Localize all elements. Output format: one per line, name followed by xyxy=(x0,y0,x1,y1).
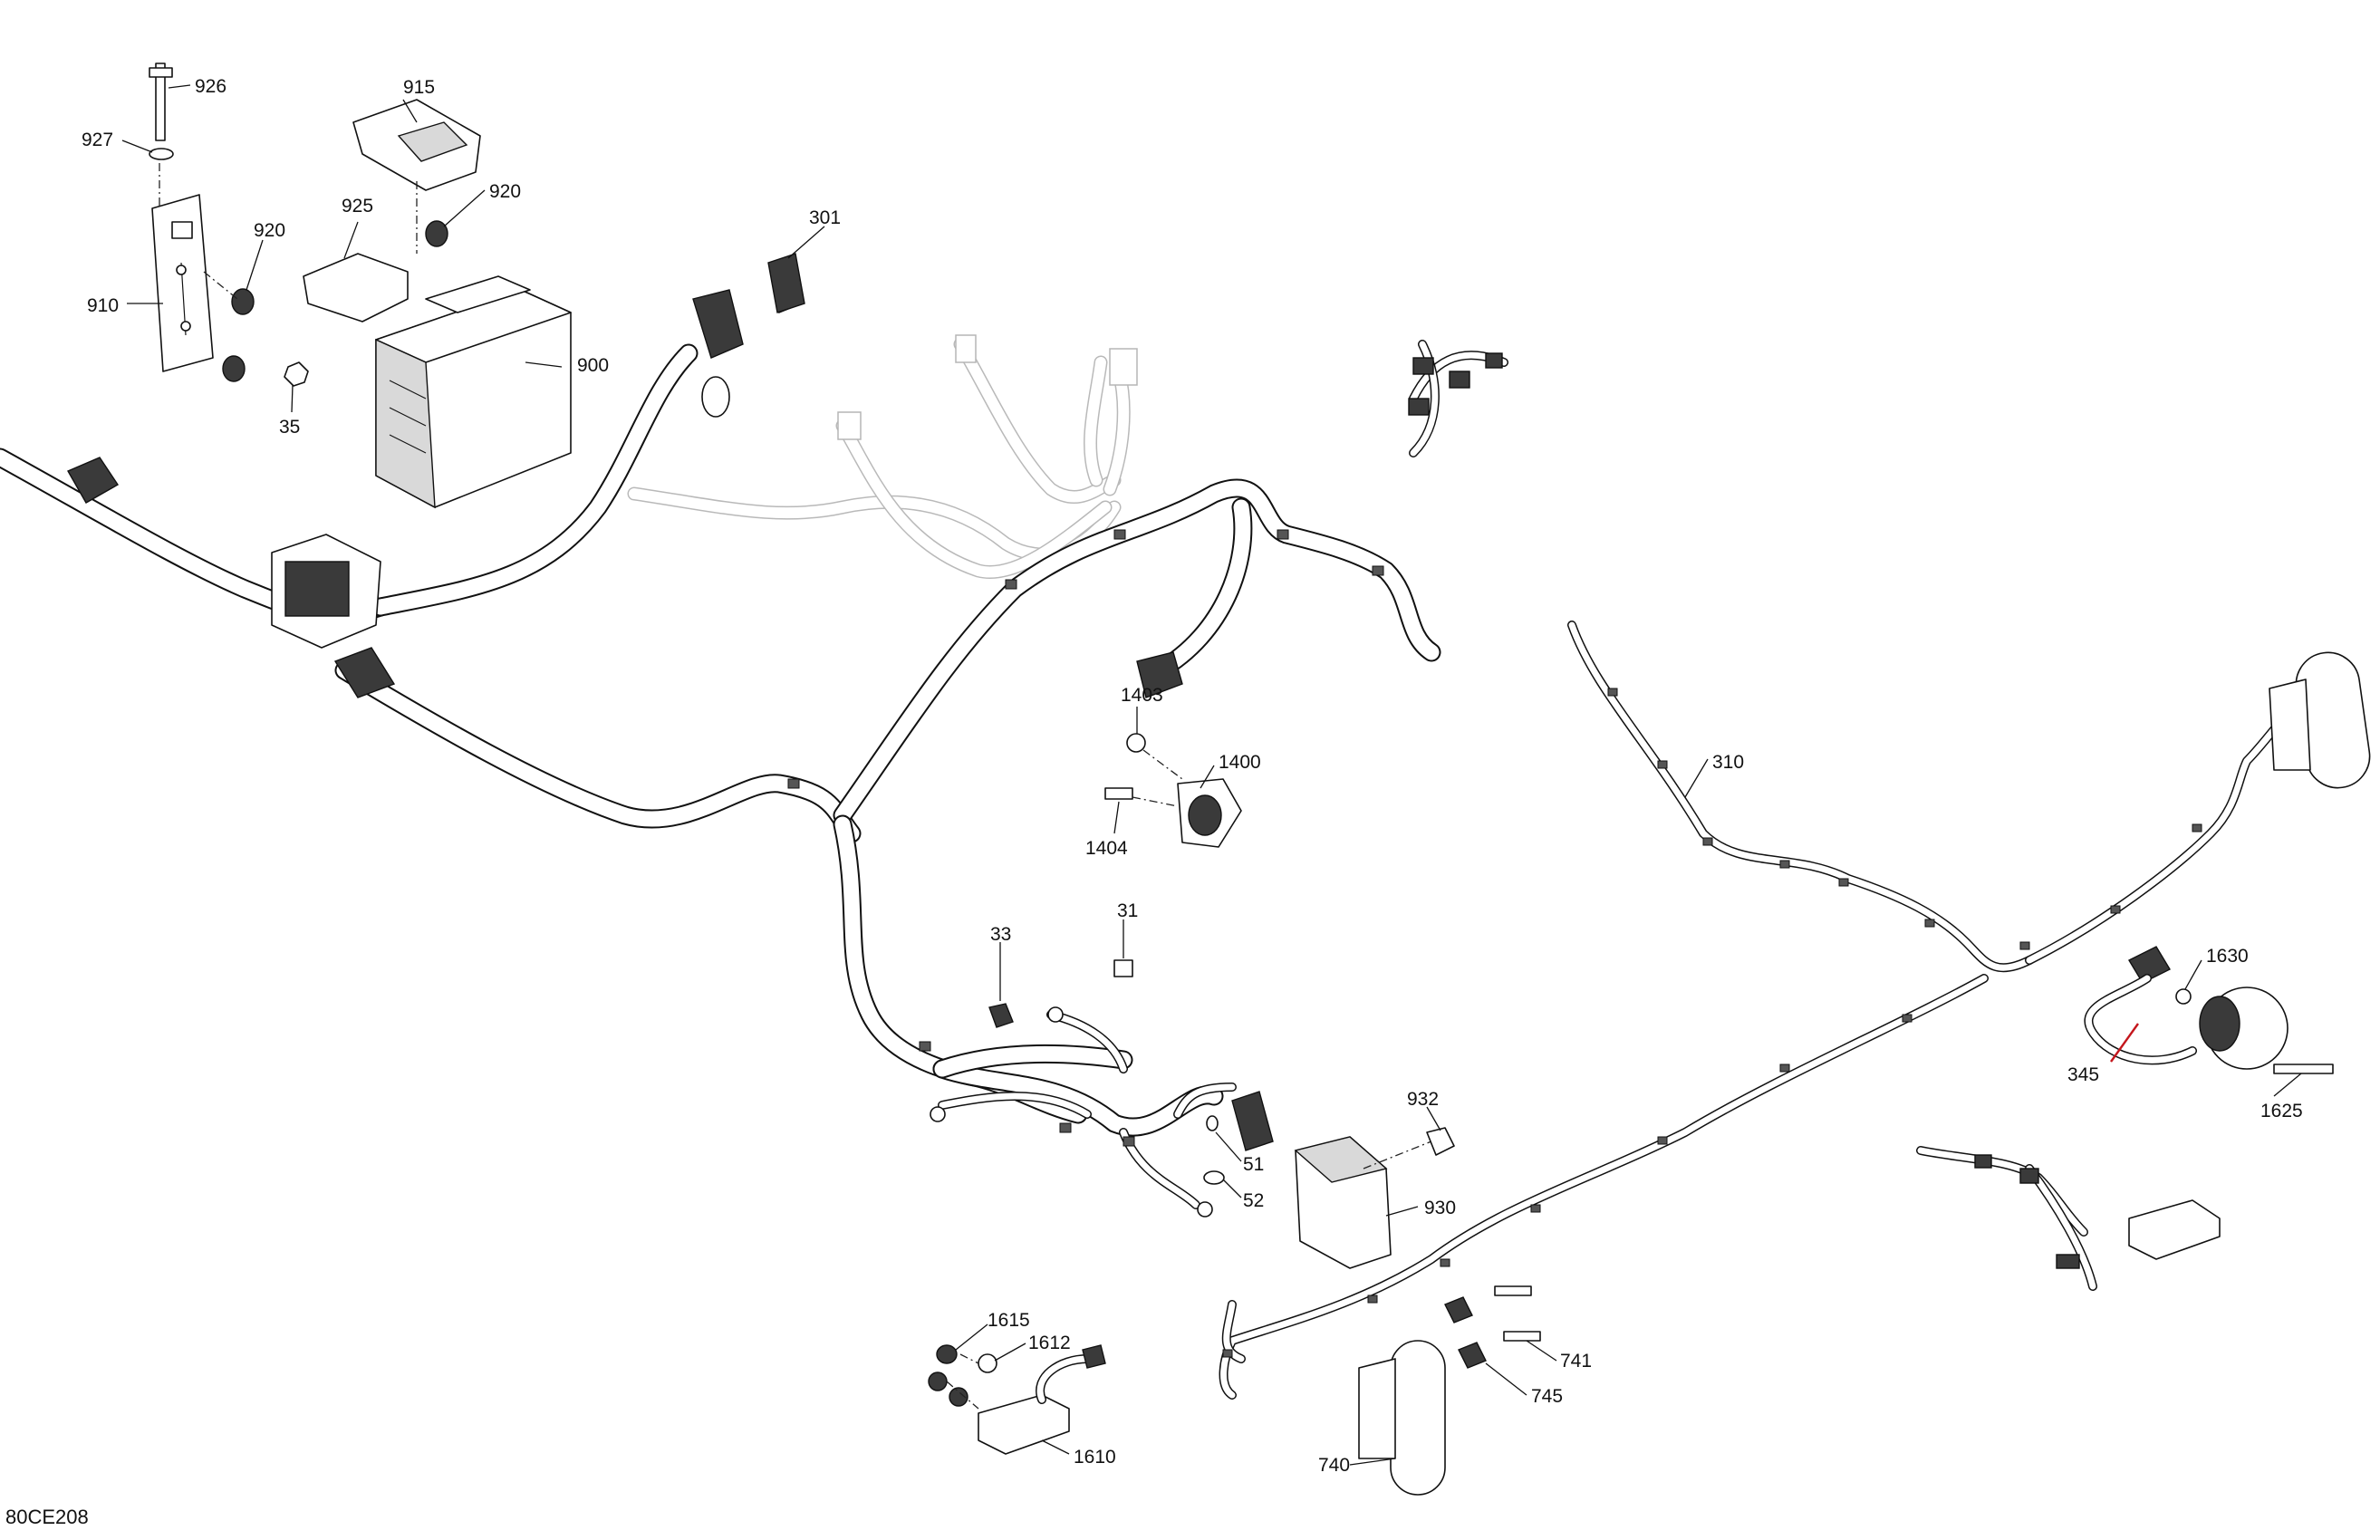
callout-740: 740 xyxy=(1318,1455,1350,1476)
sensor xyxy=(1104,651,1242,848)
light-740 xyxy=(1358,1285,1541,1496)
terminal-cover xyxy=(303,99,481,322)
callout-920-left: 920 xyxy=(254,220,285,241)
callout-910: 910 xyxy=(87,295,119,316)
callout-926: 926 xyxy=(195,76,226,97)
callout-31: 31 xyxy=(1117,900,1138,921)
callout-labels: 926 927 915 920 925 920 910 900 35 301 1… xyxy=(82,76,2303,1476)
connector-301 xyxy=(767,253,805,313)
callout-741: 741 xyxy=(1560,1351,1592,1372)
battery-bracket xyxy=(149,63,214,372)
rear-harness-310 xyxy=(1219,621,2315,1400)
diagram-code: 80CE208 xyxy=(5,1506,89,1528)
callout-1630: 1630 xyxy=(2206,946,2249,967)
callout-745: 745 xyxy=(1531,1386,1563,1407)
nuts-grommets xyxy=(203,220,448,387)
callout-1625: 1625 xyxy=(2260,1101,2303,1121)
callout-1404: 1404 xyxy=(1085,838,1128,859)
callout-301: 301 xyxy=(809,207,841,228)
callout-925: 925 xyxy=(342,196,373,217)
callout-930: 930 xyxy=(1424,1198,1456,1218)
callout-33: 33 xyxy=(990,924,1011,945)
light-right-upper xyxy=(2269,651,2371,789)
callout-52: 52 xyxy=(1243,1190,1264,1211)
callout-915: 915 xyxy=(403,77,435,98)
callout-1615: 1615 xyxy=(988,1310,1030,1331)
lower-right-connectors xyxy=(1916,1146,2221,1291)
callout-51: 51 xyxy=(1243,1154,1264,1175)
callout-932: 932 xyxy=(1407,1089,1439,1110)
callout-927: 927 xyxy=(82,130,113,150)
ring-terminals xyxy=(930,959,1213,1218)
ghost-frame-harness xyxy=(627,334,1138,579)
harness-clips xyxy=(787,529,2202,1358)
light-1630 xyxy=(2084,946,2334,1074)
callout-1610: 1610 xyxy=(1074,1447,1116,1468)
callout-1400: 1400 xyxy=(1219,752,1261,773)
battery xyxy=(375,275,572,509)
control-module xyxy=(1203,1091,1455,1269)
callout-1403: 1403 xyxy=(1121,685,1163,706)
upper-connector-cluster xyxy=(1408,340,1508,457)
callout-900: 900 xyxy=(577,355,609,376)
light-1610 xyxy=(928,1344,1106,1455)
callout-1612: 1612 xyxy=(1028,1333,1071,1353)
callout-310: 310 xyxy=(1712,752,1744,773)
main-harness xyxy=(0,343,1441,1137)
leader-lines xyxy=(121,84,2302,1466)
callout-35: 35 xyxy=(279,417,300,438)
callout-345: 345 xyxy=(2067,1064,2099,1085)
callout-920-top: 920 xyxy=(489,181,521,202)
